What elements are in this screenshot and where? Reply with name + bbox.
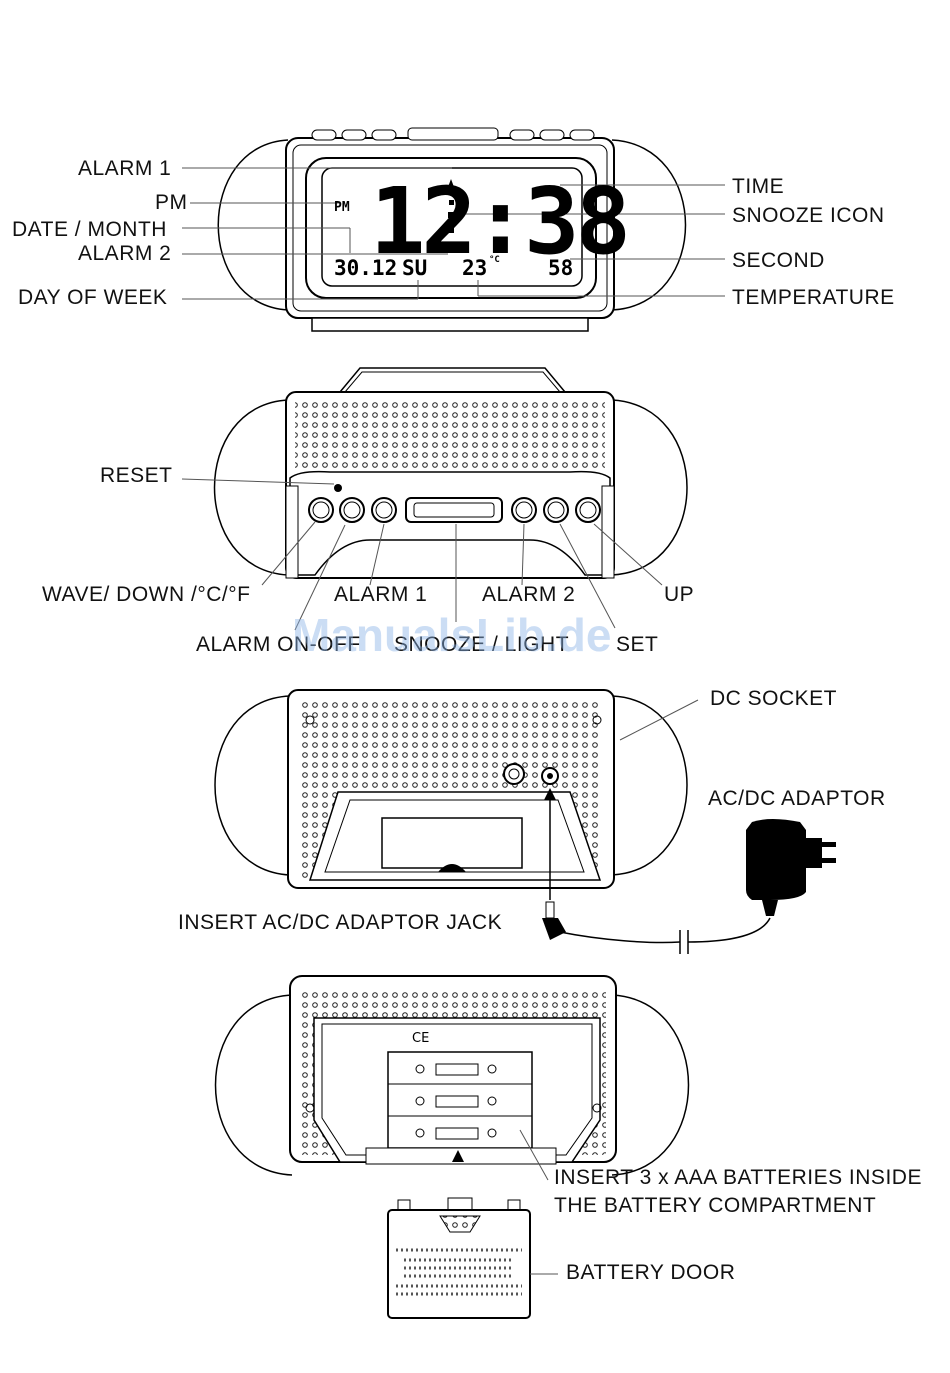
watermark: ManualsLib.de [292,609,612,661]
label-date-month: DATE / MONTH [12,218,167,241]
label-battery-door: BATTERY DOOR [566,1261,736,1284]
label-up: UP [664,583,695,606]
ac-dc-adaptor-shape [746,819,836,916]
label-ac-dc-adaptor: AC/DC ADAPTOR [708,787,886,810]
label-day-of-week: DAY OF WEEK [18,286,168,309]
label-insert-batteries-line1: INSERT 3 x AAA BATTERIES INSIDE [554,1166,922,1189]
snooze-icon [448,212,456,218]
svg-text:CE: CE [412,1031,429,1046]
lcd-day: SU [402,256,428,280]
label-insert-batteries-line2: THE BATTERY COMPARTMENT [554,1194,877,1217]
label-pm: PM [155,191,188,214]
label-alarm-on-off: ALARM ON-OFF [196,633,361,656]
label-alarm1-button: ALARM 1 [334,583,428,606]
alarm2-bell-icon [448,242,454,250]
lcd-temperature: 23 [462,256,488,280]
label-alarm1-icon: ALARM 1 [78,157,172,180]
label-reset: RESET [100,464,173,487]
label-insert-jack: INSERT AC/DC ADAPTOR JACK [178,911,503,934]
label-alarm2-icon: ALARM 2 [78,242,172,265]
reset-button [334,484,342,492]
label-second: SECOND [732,249,825,272]
bottom-view-clock: CE [214,975,690,1319]
label-snooze-light: SNOOZE / LIGHT [394,633,570,656]
back-view-clock [214,689,836,954]
lcd-pm-indicator: PM [334,200,350,215]
battery-door-shape [387,1197,531,1319]
top-leader-lines [181,478,663,631]
lcd-time: 12:38 [370,168,631,275]
lcd-date: 30.12 [334,256,398,280]
lcd-temp-unit: °C [489,255,500,265]
label-alarm2-button: ALARM 2 [482,583,576,606]
label-wave-down: WAVE/ DOWN /°C/°F [42,583,251,606]
alarm1-bell-icon [448,179,454,187]
front-view-clock [182,127,725,332]
lcd-seconds: 58 [548,256,574,280]
label-set: SET [616,633,659,656]
label-snooze-icon: SNOOZE ICON [732,204,885,227]
label-time: TIME [732,175,785,198]
top-view-clock [181,367,688,631]
label-dc-socket: DC SOCKET [710,687,838,710]
top-buttons-outline [311,127,595,141]
snooze-light-button [405,497,503,523]
label-temperature: TEMPERATURE [732,286,895,309]
front-leader-lines [182,167,725,300]
